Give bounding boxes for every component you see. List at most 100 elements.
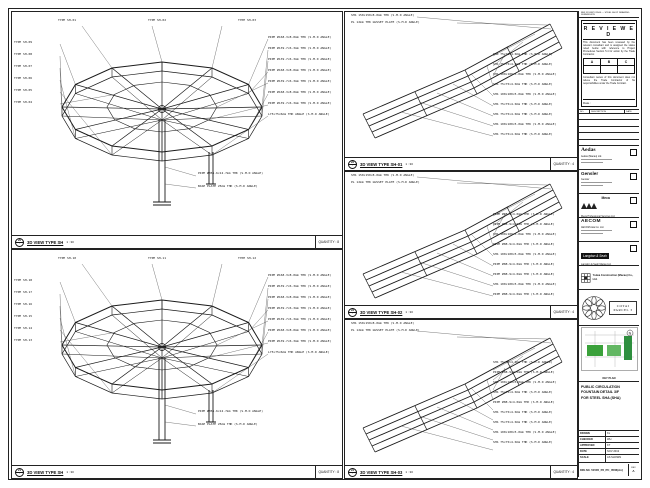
field-label: DATE: [579, 449, 606, 454]
key-plan-drawing: N: [580, 327, 638, 371]
member-annotation: SHS 100×100×5.0mm THK (S.M.D ANGLE): [493, 252, 557, 256]
consultant-langdon-seah: Langdon & Seah Langdon & Seah Macau Ltd.: [579, 242, 639, 266]
status-checkbox: [630, 221, 637, 228]
consultant-name: Meca Professional Services Ltd.: [581, 215, 616, 218]
member-annotation: PIPE Ø88.9×4.0mm THK (S.M.D ANGLE): [493, 242, 555, 246]
member-annotation: PIPE Ø355.6×12.7mm THK (S.M.D ANGLE): [198, 409, 264, 413]
panel-title: 3D VIEW TYPE SH-03: [360, 469, 403, 475]
annotation-group-right: SHS 75×75×4.0mm THK (S.M.D ANGLE) PIPE Ø8…: [493, 361, 575, 451]
member-annotation: PIPE Ø139.7×6.3mm THK (S.M.D ANGLE): [268, 306, 332, 310]
panel-scale: 1 : 30: [66, 240, 74, 244]
member-annotation: SHS 100×100×5.0mm THK (S.M.D ANGLE): [493, 232, 557, 236]
member-annotation: PIPE Ø88.9×4.0mm THK (S.M.D ANGLE): [493, 262, 555, 266]
detail-bubble: 22-: [348, 159, 357, 169]
review-note-text: Consultant review of this document does …: [583, 76, 635, 85]
contractor-logo-icon: [581, 272, 591, 283]
member-annotation: PL 12mm THK GUSSET PLATE (S.M.D ANGLE): [351, 180, 420, 184]
member-annotation: PIPE Ø139.7×6.3mm THK (S.M.D ANGLE): [268, 284, 332, 288]
panel-quantity: QUANTITY : 4: [549, 466, 574, 478]
member-annotation: L75×75×6mm THK ANGLE (S.M.D ANGLE): [268, 112, 330, 116]
member-annotation: PIPE Ø139.7×6.3mm THK (S.M.D ANGLE): [268, 79, 332, 83]
status-checkbox: [630, 173, 637, 180]
annotation-group-bottom: PIPE Ø355.6×12.7mm THK (S.M.D ANGLE)BASE…: [198, 172, 328, 198]
panel-scale: 1 : 30: [405, 310, 413, 314]
key-plan-label: KEY PLAN: [602, 377, 616, 380]
member-annotation: TYPE SH-09: [14, 40, 33, 44]
member-annotation: SHS 100×100×5.0mm THK (S.M.D ANGLE): [493, 92, 557, 96]
member-annotation: SHS 75×75×4.0mm THK (S.M.D ANGLE): [493, 390, 553, 394]
member-annotation: TYPE SH-18: [14, 278, 33, 282]
scale-value: AS SHOWN: [607, 456, 622, 459]
status-checkbox: [630, 197, 637, 204]
member-annotation: SHS 75×75×4.0mm THK (S.M.D ANGLE): [493, 410, 553, 414]
panel-footer: 23- 3D VIEW TYPE SH-02 1 : 30 QUANTITY :…: [345, 305, 577, 318]
revision-row: [579, 120, 639, 127]
address-microtext: [581, 232, 604, 234]
status-checkbox: [630, 149, 637, 156]
view-panel-sh01: SHS 150×150×8.0mm THK (S.M.D ANGLE)PL 12…: [344, 11, 578, 171]
address-microtext: [581, 161, 604, 163]
member-annotation: PIPE Ø88.9×4.0mm THK (S.M.D ANGLE): [493, 222, 555, 226]
drawing-number-row: DRG NO. 51535_P3_PC_0506(An) REV A: [579, 463, 639, 477]
scale-row: SCALE AS SHOWN: [579, 455, 639, 463]
panel-title: 3D VIEW TYPE SH: [27, 239, 64, 245]
stamp-reference-note: REF 51535/PC/0506 — STEEL SHOP DRAWING S…: [579, 11, 639, 18]
revision-row: [579, 114, 639, 121]
member-annotation: SHS 75×75×4.0mm THK (S.M.D ANGLE): [493, 52, 553, 56]
member-annotation: PIPE Ø88.9×4.0mm THK (S.M.D ANGLE): [493, 272, 555, 276]
member-annotation: L75×75×6mm THK ANGLE (S.M.D ANGLE): [268, 350, 330, 354]
langdon-seah-logo: Langdon & Seah: [581, 253, 609, 259]
contractor-name: Yodea Construction (Macau) Co., Ltd.: [592, 274, 634, 281]
member-annotation: PIPE Ø355.6×12.7mm THK (S.M.D ANGLE): [198, 171, 264, 175]
member-annotation: SHS 150×150×8.0mm THK (S.M.D ANGLE): [351, 321, 415, 325]
member-annotation: PIPE Ø88.9×4.0mm THK (S.M.D ANGLE): [493, 370, 555, 374]
review-body-text: This document has been reviewed by the r…: [583, 41, 635, 56]
address-microtext: [581, 159, 612, 161]
view-panel-sh03: SHS 150×150×8.0mm THK (S.M.D ANGLE)PL 12…: [344, 319, 578, 479]
status-option-b: B: [601, 59, 618, 66]
reviewed-stamp: R E V I E W E D This document has been r…: [579, 18, 639, 110]
panel-title: 3D VIEW TYPE SH: [27, 469, 64, 475]
rev-col-date: DATE: [626, 110, 632, 113]
member-annotation: SHS 100×100×5.0mm THK (S.M.D ANGLE): [493, 282, 557, 286]
drg-no-value: 51535_P3_PC_0506(An): [591, 468, 623, 472]
status-option-a: A: [584, 59, 601, 66]
consultant-name: Aedas (Macau) Ltd.: [581, 154, 602, 158]
panel-footer: 22- 3D VIEW TYPE SH-01 1 : 30 QUANTITY :…: [345, 157, 577, 170]
member-annotation: SHS 100×100×5.0mm THK (S.M.D ANGLE): [493, 380, 557, 384]
member-annotation: SHS 75×75×4.0mm THK (S.M.D ANGLE): [493, 102, 553, 106]
member-annotation: TYPE SH-12: [237, 256, 256, 260]
detail-bubble: 23-: [348, 307, 357, 317]
date-label: Date :: [583, 99, 635, 105]
panel-scale: 1 : 30: [66, 470, 74, 474]
member-annotation: SHS 75×75×4.0mm THK (S.M.D ANGLE): [493, 440, 553, 444]
field-value: KL: [607, 432, 611, 435]
member-annotation: PIPE Ø168.3×8.0mm THK (S.M.D ANGLE): [268, 273, 332, 277]
member-annotation: SHS 75×75×4.0mm THK (S.M.D ANGLE): [493, 360, 553, 364]
member-annotation: SHS 75×75×4.0mm THK (S.M.D ANGLE): [493, 112, 553, 116]
reviewed-title: R E V I E W E D: [583, 23, 635, 40]
annotation-group-right: PIPE Ø88.9×4.0mm THK (S.M.D ANGLE) PIPE Ø…: [493, 213, 575, 303]
address-microtext: [581, 230, 612, 232]
key-plan-block: N KEY PLAN: [579, 326, 639, 382]
project-seal-block: COTAI PARCEL 3: [579, 290, 639, 326]
annotation-group-top: SHS 150×150×8.0mm THK (S.M.D ANGLE)PL 12…: [351, 14, 420, 28]
member-annotation: TYPE SH-02: [147, 18, 167, 22]
detail-bubble: 24-: [348, 467, 357, 477]
panel-quantity: QUANTITY : 8: [314, 466, 339, 478]
contractor-block: Yodea Construction (Macau) Co., Ltd.: [579, 266, 639, 290]
member-annotation: SHS 100×100×5.0mm THK (S.M.D ANGLE): [493, 430, 557, 434]
status-cell: [584, 66, 601, 73]
member-annotation: PIPE Ø168.3×8.0mm THK (S.M.D ANGLE): [268, 90, 332, 94]
panel-footer: 24- 3D VIEW TYPE SH-03 1 : 30 QUANTITY :…: [345, 465, 577, 478]
panel-title: 3D VIEW TYPE SH-01: [360, 161, 403, 167]
consultant-gensler: Gensler Gensler: [579, 170, 639, 194]
field-label: DRAWN: [579, 431, 606, 436]
member-annotation: SHS 75×75×4.0mm THK (S.M.D ANGLE): [493, 62, 553, 66]
revision-row: [579, 140, 639, 145]
rev-col-no: NO.: [579, 110, 590, 113]
